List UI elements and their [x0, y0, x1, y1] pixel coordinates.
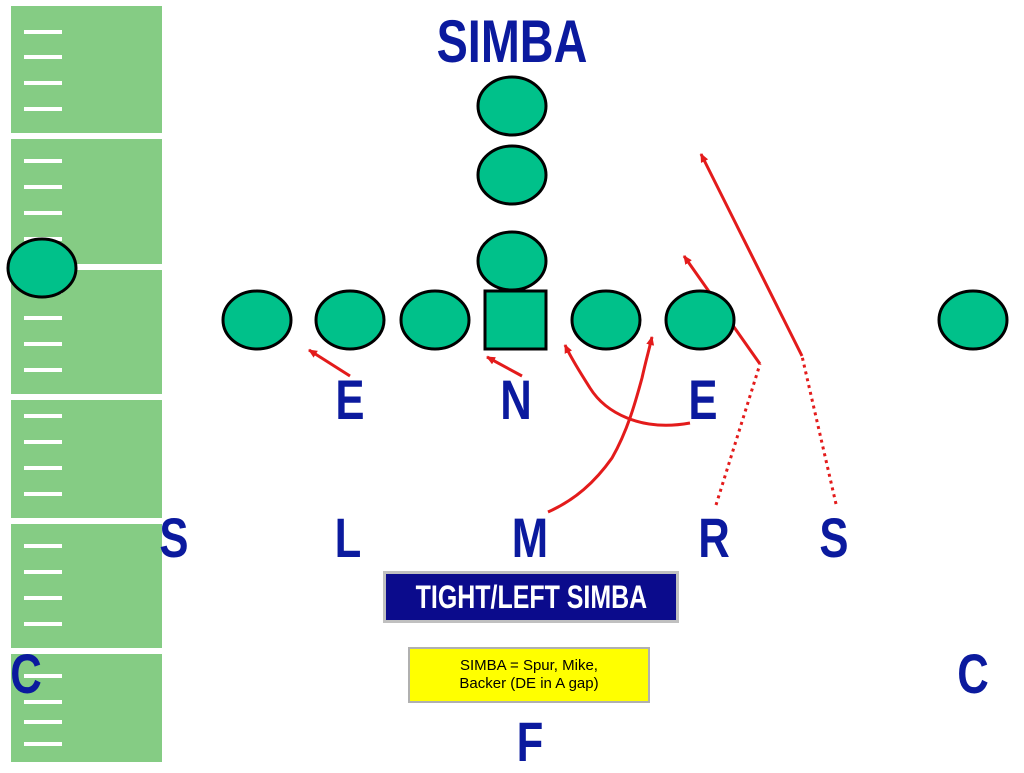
formation-banner: TIGHT/LEFT SIMBA — [383, 571, 679, 623]
offense-player-quarterback — [476, 230, 548, 292]
nose-route — [486, 355, 523, 378]
offense-player-left-guard — [399, 289, 471, 351]
mike-route — [547, 336, 655, 514]
offense-player-right-guard — [570, 289, 642, 351]
spur-route — [699, 153, 804, 357]
simba-note-line1: SIMBA = Spur, Mike, — [460, 657, 598, 674]
spur-label: S — [819, 506, 849, 569]
linebacker-left-label: L — [334, 506, 362, 569]
field-sideline — [11, 6, 162, 762]
diagram-title: SIMBA — [436, 8, 588, 75]
offense-player-flanker — [6, 237, 78, 299]
free-safety-label: F — [516, 710, 544, 773]
sam-label: S — [159, 506, 189, 569]
offense-formation — [6, 75, 1009, 351]
corner-left-label: C — [10, 642, 42, 705]
end-right-label: E — [688, 368, 718, 431]
field-section — [11, 524, 162, 648]
end-left-route — [308, 348, 351, 378]
mike-label: M — [511, 506, 549, 569]
formation-banner-text: TIGHT/LEFT SIMBA — [415, 578, 647, 615]
simba-note: SIMBA = Spur, Mike, Backer (DE in A gap) — [408, 647, 650, 703]
offense-player-fullback — [476, 144, 548, 206]
offense-player-right-tackle — [664, 289, 736, 351]
linebacker-right-label: R — [698, 506, 730, 569]
offense-player-center — [483, 289, 548, 351]
offense-player-tight-end — [221, 289, 293, 351]
corner-right-label: C — [957, 642, 989, 705]
defender-routes — [308, 153, 838, 514]
yard-hash-marks — [24, 30, 62, 746]
end-right-route — [563, 344, 691, 427]
offense-player-left-tackle — [314, 289, 386, 351]
simba-note-line2: Backer (DE in A gap) — [459, 675, 599, 692]
nose-label: N — [500, 368, 532, 431]
end-left-label: E — [335, 368, 365, 431]
offense-player-tailback — [476, 75, 548, 137]
spur-route-motion — [800, 355, 838, 505]
field-section — [11, 6, 162, 133]
offense-player-split-end — [937, 289, 1009, 351]
field-section — [11, 400, 162, 518]
